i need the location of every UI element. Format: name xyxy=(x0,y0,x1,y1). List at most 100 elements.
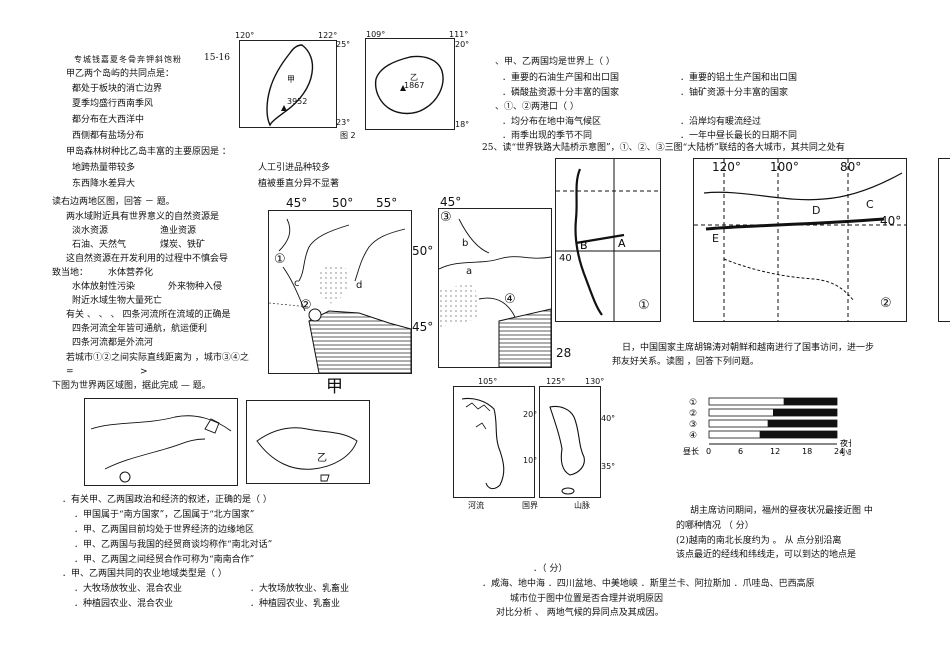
q-resource-stem: 两水域附近具有世界意义的自然资源是 xyxy=(66,212,220,222)
landbridge-2-lon-1: 120° xyxy=(712,160,741,174)
q-text-3: (2)越南的南北长度约为 。 从 点分别沿离 xyxy=(676,536,842,546)
q-text-2: 的哪种情况 （ 分） xyxy=(676,521,754,531)
bar-axis-tick: 0 xyxy=(706,447,711,456)
q-distance-eq: = xyxy=(66,367,74,377)
q-resource-a: 淡水资源 xyxy=(72,226,109,236)
yi-lat-1: 20° xyxy=(455,40,470,49)
bar-night xyxy=(767,420,837,427)
q-pollution-a: 水体营养化 xyxy=(108,268,154,278)
q-text-5: ．（ 分） xyxy=(533,564,568,574)
q-right-1c: ．磷酸盐资源十分丰富的国家 xyxy=(502,88,620,98)
jia-peak-height: 3952 xyxy=(287,97,308,106)
landbridge-1-city-a: A xyxy=(618,237,626,250)
q-text-1: 胡主席访问期间，福州的昼夜状况最接近图 中 xyxy=(690,506,873,516)
q-text-6: ．咸海、地中海 ．四川盆地、中美地峡 ．斯里兰卡、阿拉斯加 ．爪哇岛、巴西高原 xyxy=(482,579,815,589)
header-num: 15-16 xyxy=(204,53,230,63)
q-right-2b: ．沿岸均有暖流经过 xyxy=(680,117,762,127)
q-pollution-c: 外来物种入侵 xyxy=(168,282,223,292)
bar-axis-tick: 18 xyxy=(802,447,812,456)
q-resource-c: 石油、天然气 xyxy=(72,240,127,250)
legend-mountain: 山脉 xyxy=(574,501,590,510)
yi-island-name: 乙 xyxy=(410,73,418,82)
landbridge-1-city-b: B xyxy=(580,239,588,252)
map-landbridge-1: B A xyxy=(555,158,661,322)
q16-stem: 甲岛森林树种比乙岛丰富的主要原因是 ： xyxy=(66,147,231,157)
jia-lon-2: 122° xyxy=(318,31,338,40)
river-label-2: ② xyxy=(300,298,312,313)
q-river-b: 四条河流都是外流河 xyxy=(72,338,154,348)
river-label-4: ④ xyxy=(504,292,516,307)
river-r-lon: 45° xyxy=(440,195,462,209)
map-caption-jia: 甲 xyxy=(326,377,343,397)
bar-label: ③ xyxy=(689,420,697,430)
bar-night xyxy=(759,431,837,438)
map-korea xyxy=(539,386,601,498)
jia-lat-2: 23° xyxy=(336,118,351,127)
river-lat-1: 50° xyxy=(412,244,434,258)
q-right-2a: ．均分布在地中海气候区 xyxy=(502,117,602,127)
bar-axis-right-label: 夜长 xyxy=(840,438,851,448)
q15-opt-b: 夏季均盛行西南季风 xyxy=(72,99,154,109)
q15-stem: 甲乙两个岛屿的共同点是： xyxy=(66,69,175,79)
map-caspian-right xyxy=(438,208,552,368)
river-label-a: a xyxy=(466,266,473,277)
river-lon-3: 55° xyxy=(376,196,398,210)
intro-line-1: 日，中国国家主席胡锦涛对朝鲜和越南进行了国事访问，进一步 xyxy=(622,343,875,353)
q-text-7: 城市位于图中位置是否合理并说明原因 xyxy=(510,594,664,604)
river-lon-2: 50° xyxy=(332,196,354,210)
bar-axis-left-label: 昼长 xyxy=(683,446,699,456)
q-bottom-2: ．甲、乙两国共同的农业地域类型是（ ） xyxy=(62,569,227,579)
figure-caption: 图 2 xyxy=(340,131,356,140)
river-lat-2: 45° xyxy=(412,320,434,334)
q-bottom-2d: ．种植园农业、乳畜业 xyxy=(250,599,341,609)
q-right-2: 、①、②两港口（ ） xyxy=(495,102,579,112)
q-pollution-stem2: 致当地： xyxy=(52,268,89,278)
korea-lat-1: 40° xyxy=(601,414,616,423)
header-garbled: 专城钱嘉夏冬骨奔钾斜饱粉 xyxy=(74,55,182,64)
viet-lat-1: 20° xyxy=(523,410,538,419)
q-right-1a: ．重要的石油生产国和出口国 xyxy=(502,73,620,83)
q25-stem: 25、读“世界铁路大陆桥示意图”，①、②、③三图“大陆桥”联结的各大城市，其共同… xyxy=(482,143,845,153)
q-pollution-d: 附近水域生物大量死亡 xyxy=(72,296,163,306)
legend-river: 河流 xyxy=(468,501,484,510)
korea-lon-1: 125° xyxy=(546,377,566,386)
q-bottom-1: ．有关甲、乙两国政治和经济的叙述，正确的是（ ） xyxy=(62,495,272,505)
landbridge-2-d: D xyxy=(812,204,821,217)
q-right-1d: ．铀矿资源十分丰富的国家 xyxy=(680,88,789,98)
q-resource-d: 煤炭、铁矿 xyxy=(160,240,206,250)
q-bottom-2b: ．大牧场放牧业、乳畜业 xyxy=(250,584,350,594)
landbridge-2-c: C xyxy=(866,198,874,211)
jia-lon-1: 120° xyxy=(235,31,255,40)
bar-axis-right-label: 小时 xyxy=(840,447,851,457)
map-jia-island xyxy=(239,40,337,128)
region-yi-label: 乙 xyxy=(317,453,327,464)
bar-label: ① xyxy=(689,398,697,408)
q-right-1: 、甲、乙两国均是世界上（ ） xyxy=(495,57,615,67)
q-world-intro: 下图为世界两区域图，据此完成 — 题。 xyxy=(52,381,211,391)
river-label-1: ① xyxy=(274,252,286,267)
q-resource-b: 渔业资源 xyxy=(160,226,197,236)
viet-lat-2: 10° xyxy=(523,456,538,465)
map-caspian-left xyxy=(268,210,412,374)
river-label-d: d xyxy=(356,280,363,291)
landbridge-2-e: E xyxy=(712,232,719,245)
q-pollution-b: 水体放射性污染 xyxy=(72,282,136,292)
q16-opt-c: 东西降水差异大 xyxy=(72,179,136,189)
q-bottom-1c: ．甲、乙两国与我国的经贸商谈均称作“南北对话” xyxy=(74,540,273,550)
map-region-yi xyxy=(246,400,370,484)
q-pollution-stem: 这自然资源在开发利用的过程中不慎会导 xyxy=(66,254,229,264)
q-distance-stem: 若城市①②之间实际直线距离为 ，城市③④之 xyxy=(66,353,249,363)
q-river-stem: 有关 、 、 、 四条河流所在流域的正确是 xyxy=(66,310,231,320)
landbridge-2-num: ② xyxy=(880,296,892,311)
viet-lon: 105° xyxy=(478,377,498,386)
bar-axis-tick: 12 xyxy=(770,447,780,456)
q16-opt-a: 地跨热量带较多 xyxy=(72,163,136,173)
q15-opt-d: 西侧都有盐场分布 xyxy=(72,131,145,141)
q-bottom-2a: ．大牧场放牧业、混合农业 xyxy=(74,584,183,594)
landbridge-1-num: ① xyxy=(638,298,650,313)
landbridge-2-lon-3: 80° xyxy=(840,160,862,174)
jia-island-name: 甲 xyxy=(287,75,295,84)
map-region-jia xyxy=(84,398,238,486)
river-label-c: c xyxy=(294,278,300,289)
q-map-intro: 读右边两地区图，回答 － 题。 xyxy=(52,197,175,207)
